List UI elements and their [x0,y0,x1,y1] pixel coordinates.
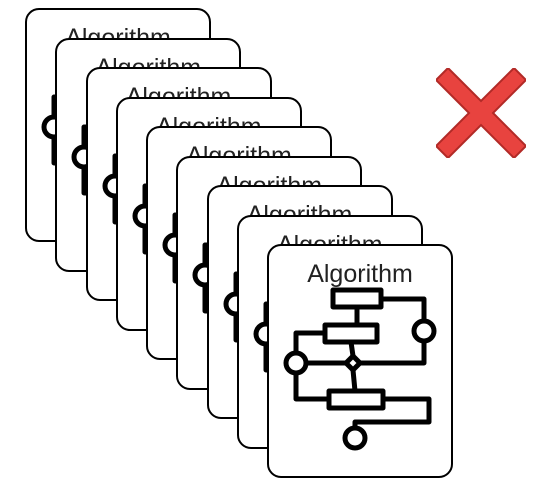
algorithm-card-front: Algorithm [267,244,453,478]
flowchart-icon [283,287,437,451]
close-icon[interactable] [436,68,526,158]
card-title: Algorithm [307,260,413,288]
